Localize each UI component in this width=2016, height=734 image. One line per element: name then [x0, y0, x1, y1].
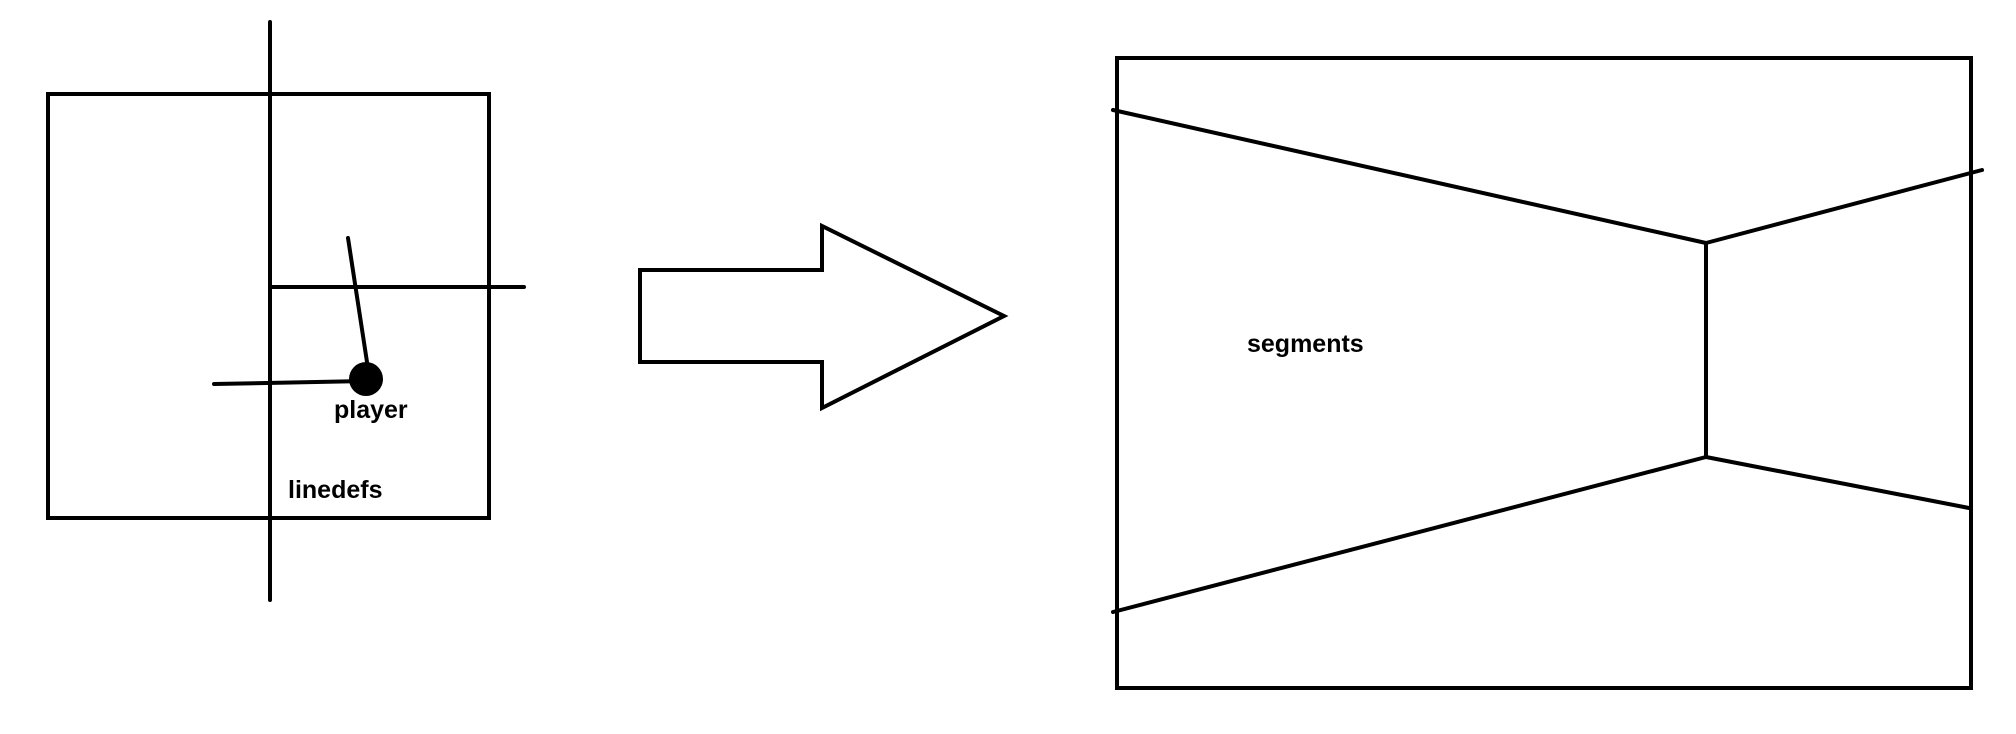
segment-left-top-edge: [1111, 108, 1708, 245]
segments-label: segments: [1247, 330, 1364, 358]
linedefs-label: linedefs: [288, 476, 382, 504]
player-marker: [349, 362, 383, 396]
segment-right-bottom-edge: [1704, 455, 1971, 510]
map-view-panel: player linedefs: [46, 20, 526, 602]
player-label: player: [334, 396, 408, 424]
segments-view-panel: segments: [1111, 56, 1984, 690]
transform-arrow-icon: [638, 222, 1009, 412]
segment-right-top-edge: [1704, 168, 1984, 245]
segment-left-bottom-edge: [1111, 455, 1708, 614]
screen-frame: [1115, 56, 1973, 690]
player-view-direction: [346, 236, 369, 364]
linedef-short: [212, 379, 368, 386]
